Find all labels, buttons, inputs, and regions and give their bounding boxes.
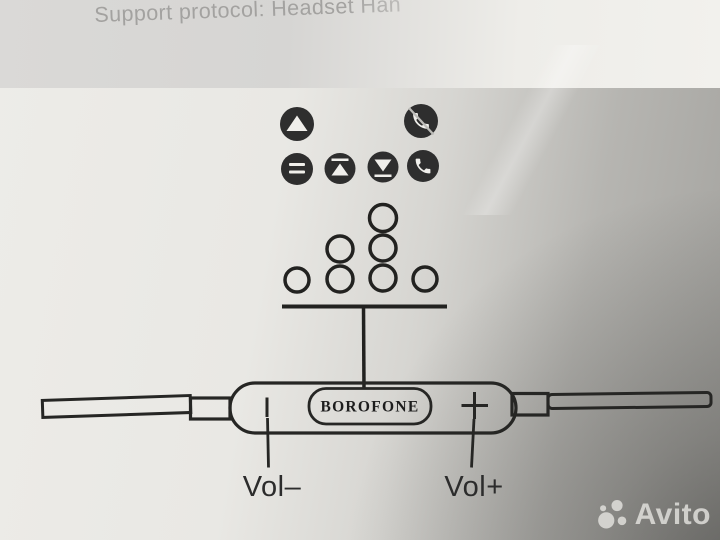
slash-mark [408,107,435,136]
plus-button-mark [461,392,488,419]
vol-minus-label: Vol– [243,471,302,503]
press-count-circle [283,266,311,294]
avito-logo-icon [597,499,626,529]
brand-plate [307,387,433,426]
play-icon [280,107,314,141]
press-count-circle [325,234,355,264]
remote-assembly [40,381,713,468]
volume-up-limit-icon [324,153,356,184]
right-cable-connector [510,391,550,417]
vol-plus-label: Vol+ [444,471,503,503]
avito-text: Avito [634,498,711,531]
press-count-circle [411,265,439,293]
right-cable [546,391,713,410]
decline-call-icon [404,104,438,138]
avito-watermark: Avito [595,497,711,533]
remote-body-outline [228,381,518,435]
press-count-circle [325,264,355,294]
left-cable-connector [188,396,232,421]
press-count-circles [283,202,439,294]
press-count-circle [368,233,398,263]
answer-call-icon [407,150,439,182]
left-cable [40,393,193,419]
press-count-circle [368,263,398,293]
connector-stem [361,306,366,390]
pause-icon [281,153,313,185]
volume-down-limit-icon [367,151,399,183]
vol-plus-leader [470,418,476,468]
top-page-strip: Support protocol: Headset Han [0,0,720,88]
vol-minus-leader [266,417,270,468]
brand-text: BOROFONE [320,399,419,416]
press-count-circle [367,202,399,234]
